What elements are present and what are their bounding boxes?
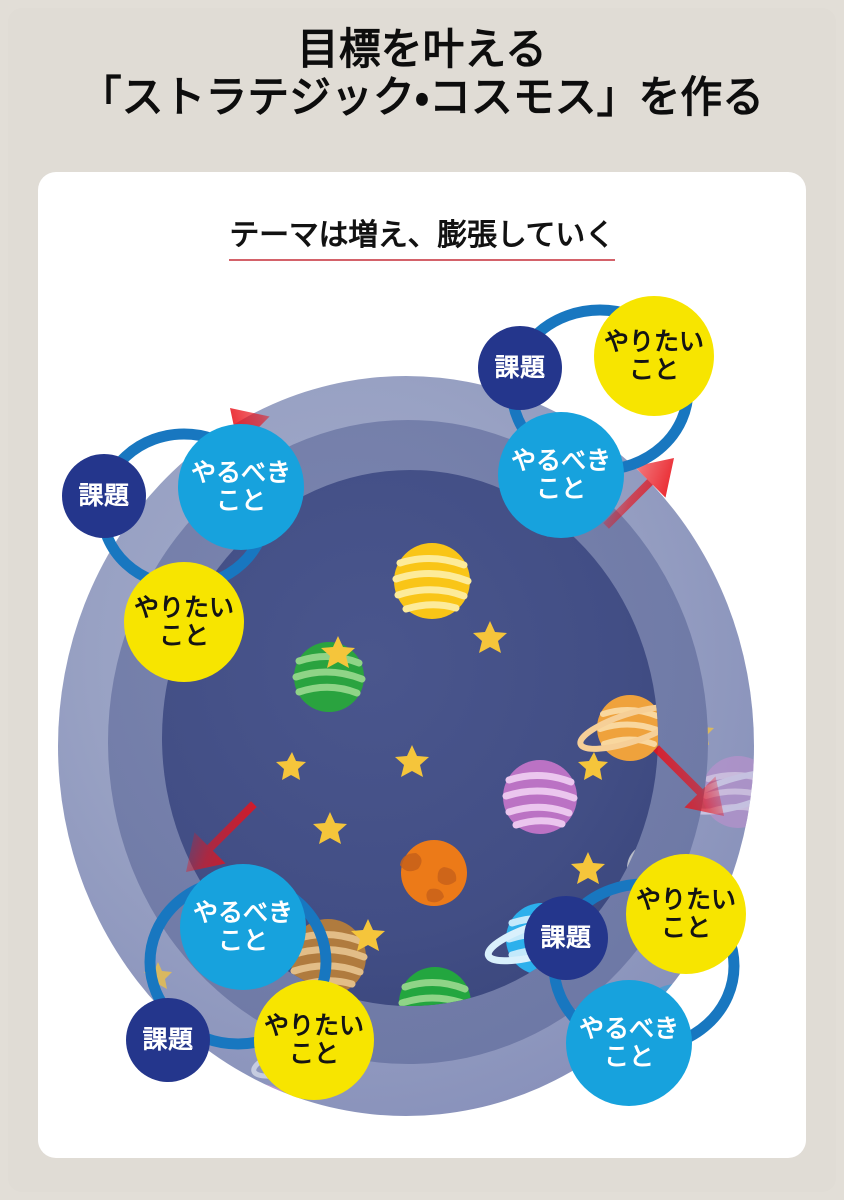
bubble-label-line2: こと <box>158 621 209 650</box>
bubble-label-line1: やるべき <box>190 459 291 487</box>
bubble-label-line1: やるべき <box>578 1015 679 1043</box>
bubble-kadai-bottom-right[interactable]: 課題 <box>524 896 608 980</box>
arrow-up-right <box>590 458 674 529</box>
bubble-label-line2: こと <box>660 913 711 942</box>
purple-striped-planet <box>502 760 578 834</box>
bubble-yaritai-top-left[interactable]: やりたい こと <box>124 562 244 682</box>
page-title-line-1: 目標を叶える <box>297 26 547 74</box>
orange-ringed-planet <box>577 695 658 761</box>
bubble-yaritai-bottom-right[interactable]: やりたい こと <box>626 854 746 974</box>
bubble-kadai-bottom-left[interactable]: 課題 <box>126 998 210 1082</box>
bubble-label: 課題 <box>142 1025 194 1054</box>
bubble-label: 課題 <box>494 353 546 382</box>
yellow-striped-planet <box>392 543 472 619</box>
cluster-top-right: 課題 やりたい こと やるべき こと <box>38 172 806 1158</box>
bubble-label-line1: やるべき <box>192 899 293 927</box>
bubble-yarubeki-top-left[interactable]: やるべき こと <box>178 424 304 550</box>
bubble-yarubeki-top-right[interactable]: やるべき こと <box>498 412 624 538</box>
arrow-down-right <box>653 732 724 816</box>
bubble-label-line2: こと <box>628 355 679 384</box>
bubble-label-line2: こと <box>535 474 586 503</box>
bubble-label-line1: やりたい <box>133 594 234 622</box>
bubble-label: 課題 <box>78 481 130 510</box>
bubble-kadai-top-left[interactable]: 課題 <box>62 454 146 538</box>
cluster-top-left: 課題 やるべき こと やりたい こと <box>38 172 806 1158</box>
bubble-yarubeki-bottom-left[interactable]: やるべき こと <box>180 864 306 990</box>
bubble-label-line1: やりたい <box>635 886 736 914</box>
bubble-yarubeki-bottom-right[interactable]: やるべき こと <box>566 980 692 1106</box>
inner-core-stars <box>276 621 608 951</box>
bubble-label-line1: やりたい <box>603 328 704 356</box>
bubble-label-line2: こと <box>217 926 268 955</box>
page-title-line-2: 「ストラテジック・コスモス」を作る <box>79 74 765 123</box>
content-card: テーマは増え、膨張していく <box>38 172 806 1158</box>
bubble-label-line2: こと <box>288 1039 339 1068</box>
subtitle-text: テーマは増え、膨張していく <box>229 210 615 261</box>
bubble-yaritai-top-right[interactable]: やりたい こと <box>594 296 714 416</box>
bubble-label-line1: やるべき <box>510 447 611 475</box>
bubble-yaritai-bottom-left[interactable]: やりたい こと <box>254 980 374 1100</box>
bubble-label-line2: こと <box>215 486 266 515</box>
bubble-label-line1: やりたい <box>263 1012 364 1040</box>
arrow-down-left <box>186 801 270 872</box>
subtitle: テーマは増え、膨張していく <box>38 210 806 261</box>
cluster-bottom-right: 課題 やりたい こと やるべき こと <box>38 172 806 1158</box>
cluster-bottom-left: やるべき こと 課題 やりたい こと <box>38 172 806 1158</box>
cosmos-inner-core <box>162 470 658 1006</box>
bubble-label: 課題 <box>540 923 592 952</box>
bubble-kadai-top-right[interactable]: 課題 <box>478 326 562 410</box>
page-title: 目標を叶える 「ストラテジック・コスモス」を作る <box>0 26 844 122</box>
bubble-label-line2: こと <box>603 1042 654 1071</box>
orange-mars-planet <box>400 840 467 906</box>
